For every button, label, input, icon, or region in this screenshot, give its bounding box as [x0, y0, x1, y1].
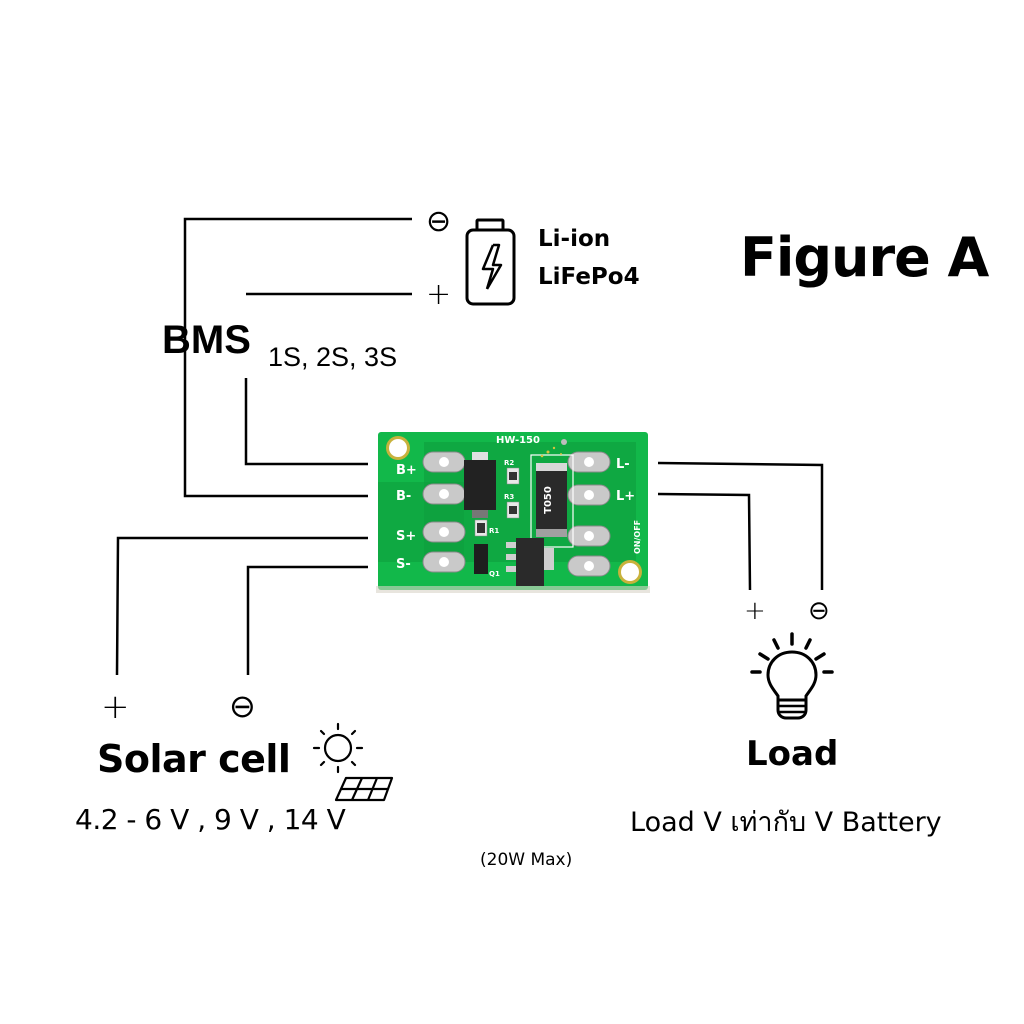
terminal-s-minus: S- [396, 557, 411, 572]
load-positive-symbol: + [744, 596, 766, 626]
wire-load-positive [657, 492, 752, 591]
diode-component [464, 460, 496, 510]
battery-positive-symbol: + [426, 277, 452, 312]
bms-config: 1S, 2S, 3S [268, 342, 398, 372]
terminal-b-plus: B+ [396, 463, 417, 478]
board-model-label: HW-150 [496, 435, 540, 446]
hw150-board: T050 HW-150 B+ B- S+ S- L- L+ ON/OFF R2 … [376, 432, 650, 593]
battery-type-lifepo4: LiFePo4 [538, 264, 640, 290]
load-voltage-note: Load V เท่ากับ V Battery [630, 807, 942, 838]
battery-negative-symbol: ⊖ [426, 204, 452, 239]
load-negative-symbol: ⊖ [808, 596, 830, 626]
solar-cell-label: Solar cell [97, 737, 291, 781]
max-power-note: (20W Max) [480, 850, 573, 870]
wire-load-negative [657, 461, 824, 590]
battery-charging-icon [465, 218, 516, 306]
battery-type-liion: Li-ion [538, 226, 611, 252]
q1-label: Q1 [489, 570, 500, 578]
wire-battery-positive-bottom [244, 378, 368, 466]
q1-component [474, 544, 488, 574]
solar-panel-icon [312, 722, 394, 802]
figure-title: Figure A [740, 226, 989, 289]
lightbulb-icon [750, 632, 834, 720]
switch-label: ON/OFF [633, 520, 642, 554]
bms-label: BMS [162, 318, 251, 362]
r2-label: R2 [504, 459, 514, 467]
r3-label: R3 [504, 493, 514, 501]
terminal-l-plus: L+ [616, 489, 635, 504]
regulator-component [516, 538, 544, 586]
wire-solar-positive [115, 536, 368, 676]
wire-solar-negative [246, 565, 368, 675]
fuse-t050-component [536, 463, 567, 537]
r1-label: R1 [489, 527, 499, 535]
load-label: Load [746, 734, 839, 774]
terminal-b-minus: B- [396, 489, 411, 504]
solar-voltage-range: 4.2 - 6 V , 9 V , 14 V [75, 803, 346, 836]
solar-negative-symbol: ⊖ [229, 687, 256, 725]
solar-positive-symbol: + [101, 687, 130, 727]
terminal-s-plus: S+ [396, 529, 416, 544]
wire-battery-negative [183, 217, 412, 498]
fuse-label: T050 [543, 486, 554, 514]
terminal-l-minus: L- [616, 457, 630, 472]
